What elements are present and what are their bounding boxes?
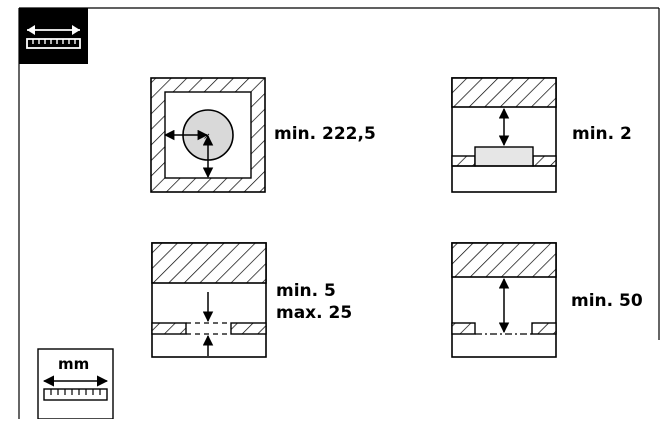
panel-cutout-circle: × bbox=[150, 77, 266, 193]
panel-gap-between-openings bbox=[151, 242, 267, 358]
dimension-label-min-5: min. 5 bbox=[276, 281, 336, 301]
dimension-label-min-222-5: min. 222,5 bbox=[274, 124, 376, 144]
units-label: mm bbox=[58, 355, 90, 373]
measure-width-icon bbox=[19, 8, 88, 64]
page-frame bbox=[18, 7, 660, 419]
dimension-label-min-2: min. 2 bbox=[572, 124, 632, 144]
panel-gap-above-opening bbox=[451, 242, 557, 358]
svg-text:×: × bbox=[203, 132, 211, 142]
dimension-label-min-50: min. 50 bbox=[571, 291, 643, 311]
panel-gap-above-insert bbox=[451, 77, 557, 193]
ruler-icon bbox=[37, 348, 114, 420]
insert-block bbox=[474, 146, 534, 167]
dimension-label-max-25: max. 25 bbox=[276, 303, 353, 323]
